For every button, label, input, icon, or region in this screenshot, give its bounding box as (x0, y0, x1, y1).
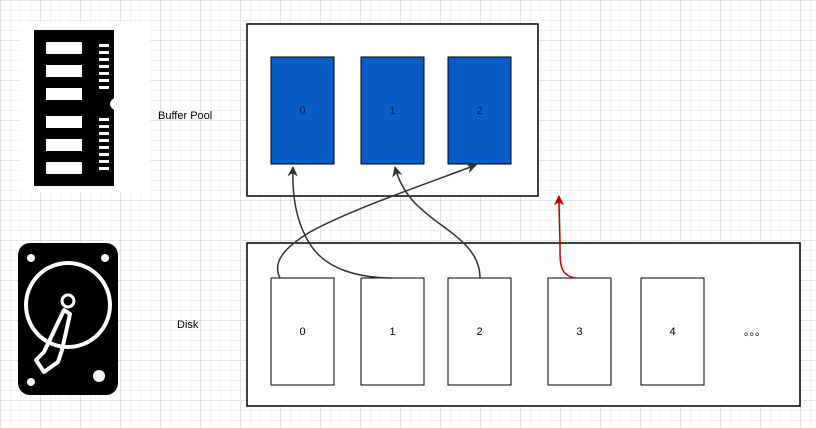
buffer-page-2-label: 2 (476, 105, 482, 117)
disk-ellipsis: 。。。 (744, 326, 766, 338)
disk-box (246, 242, 801, 407)
disk-page-0-label: 0 (299, 326, 305, 338)
disk-label: Disk (177, 319, 199, 331)
buffer-page-0: 0 (270, 56, 335, 165)
buffer-page-1-label: 1 (389, 105, 395, 117)
arrow-disk1-to-pool0 (287, 165, 393, 279)
buffer-pool-label: Buffer Pool (158, 110, 212, 122)
disk-page-3: 3 (547, 277, 612, 386)
buffer-page-1: 1 (360, 56, 425, 165)
disk-page-2-label: 2 (476, 326, 482, 338)
arrow-disk0-to-pool2 (276, 163, 477, 279)
buffer-page-2: 2 (447, 56, 512, 165)
hard-disk-icon (18, 243, 118, 395)
disk-page-1: 1 (360, 277, 425, 386)
disk-page-2: 2 (447, 277, 512, 386)
disk-page-4: 4 (640, 277, 705, 386)
arrow-disk2-to-pool1 (392, 165, 481, 279)
disk-page-4-label: 4 (669, 326, 675, 338)
arrow-disk3-loading (553, 194, 577, 279)
disk-page-0: 0 (270, 277, 335, 386)
buffer-page-0-label: 0 (299, 105, 305, 117)
disk-page-3-label: 3 (576, 326, 582, 338)
memory-module-icon (20, 22, 150, 192)
disk-page-1-label: 1 (389, 326, 395, 338)
